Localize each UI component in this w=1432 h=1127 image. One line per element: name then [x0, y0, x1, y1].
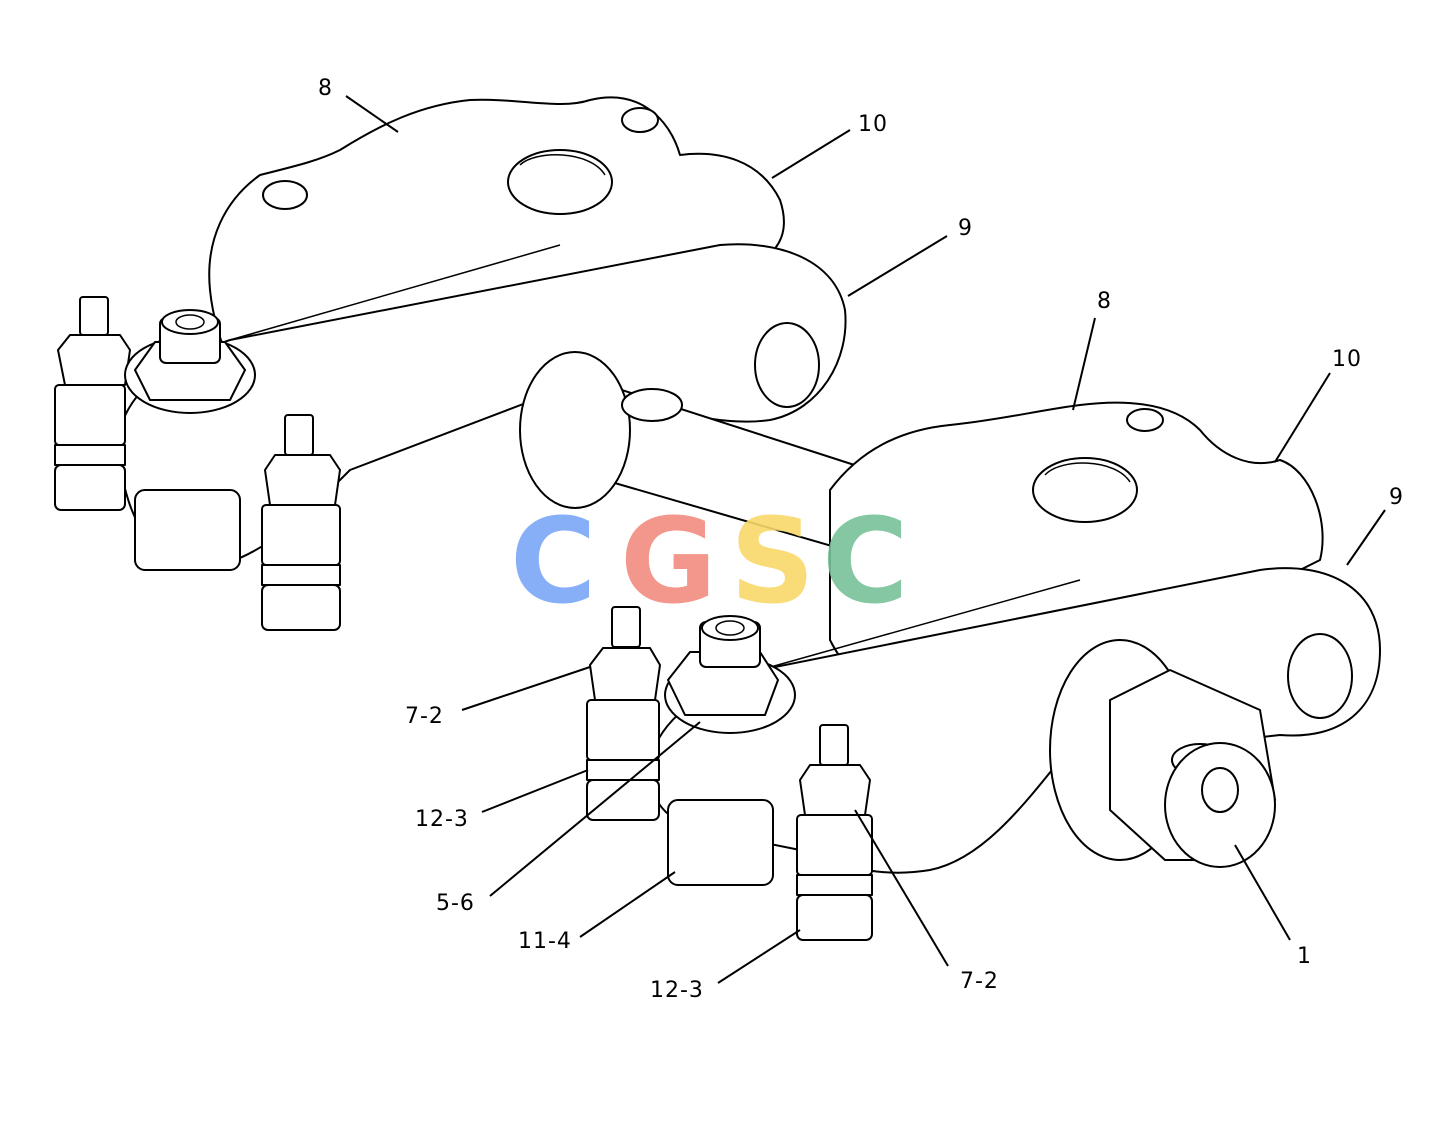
watermark: C G S C [510, 492, 909, 630]
callout-5-6: 5-6 [436, 891, 475, 916]
adjuster-screw-front-right [796, 724, 873, 941]
adjuster-nut-front-center [664, 615, 796, 886]
leader-lines [345, 95, 1386, 984]
watermark-letter-c1: C [510, 492, 597, 630]
watermark-letter-c2: C [822, 492, 909, 630]
callout-7-2-right: 7-2 [960, 969, 999, 994]
callout-9-front: 9 [1389, 485, 1404, 510]
callout-9-back: 9 [958, 216, 973, 241]
callout-12-3-bottom: 12-3 [650, 978, 704, 1003]
rocker-shaft [519, 351, 881, 561]
adjuster-nut-back-center [124, 309, 256, 571]
callout-10-back: 10 [858, 112, 888, 137]
callout-7-2-left: 7-2 [405, 704, 444, 729]
callout-12-3-left: 12-3 [415, 807, 469, 832]
callout-labels: 8 10 9 8 10 9 7-2 12-3 5-6 11-4 12-3 7-2… [318, 76, 1404, 1003]
watermark-letter-s: S [730, 492, 815, 630]
callout-1: 1 [1297, 944, 1312, 969]
adjuster-screw-back-left [54, 296, 131, 511]
watermark-letter-g: G [620, 492, 717, 630]
adjuster-screw-front-left [586, 606, 661, 821]
callout-8-back: 8 [318, 76, 333, 101]
callout-10-front: 10 [1332, 347, 1362, 372]
callout-8-front: 8 [1097, 289, 1112, 314]
adjuster-screw-back-right [261, 414, 341, 631]
callout-11-4: 11-4 [518, 929, 572, 954]
shaft-end-plug [1049, 639, 1276, 868]
